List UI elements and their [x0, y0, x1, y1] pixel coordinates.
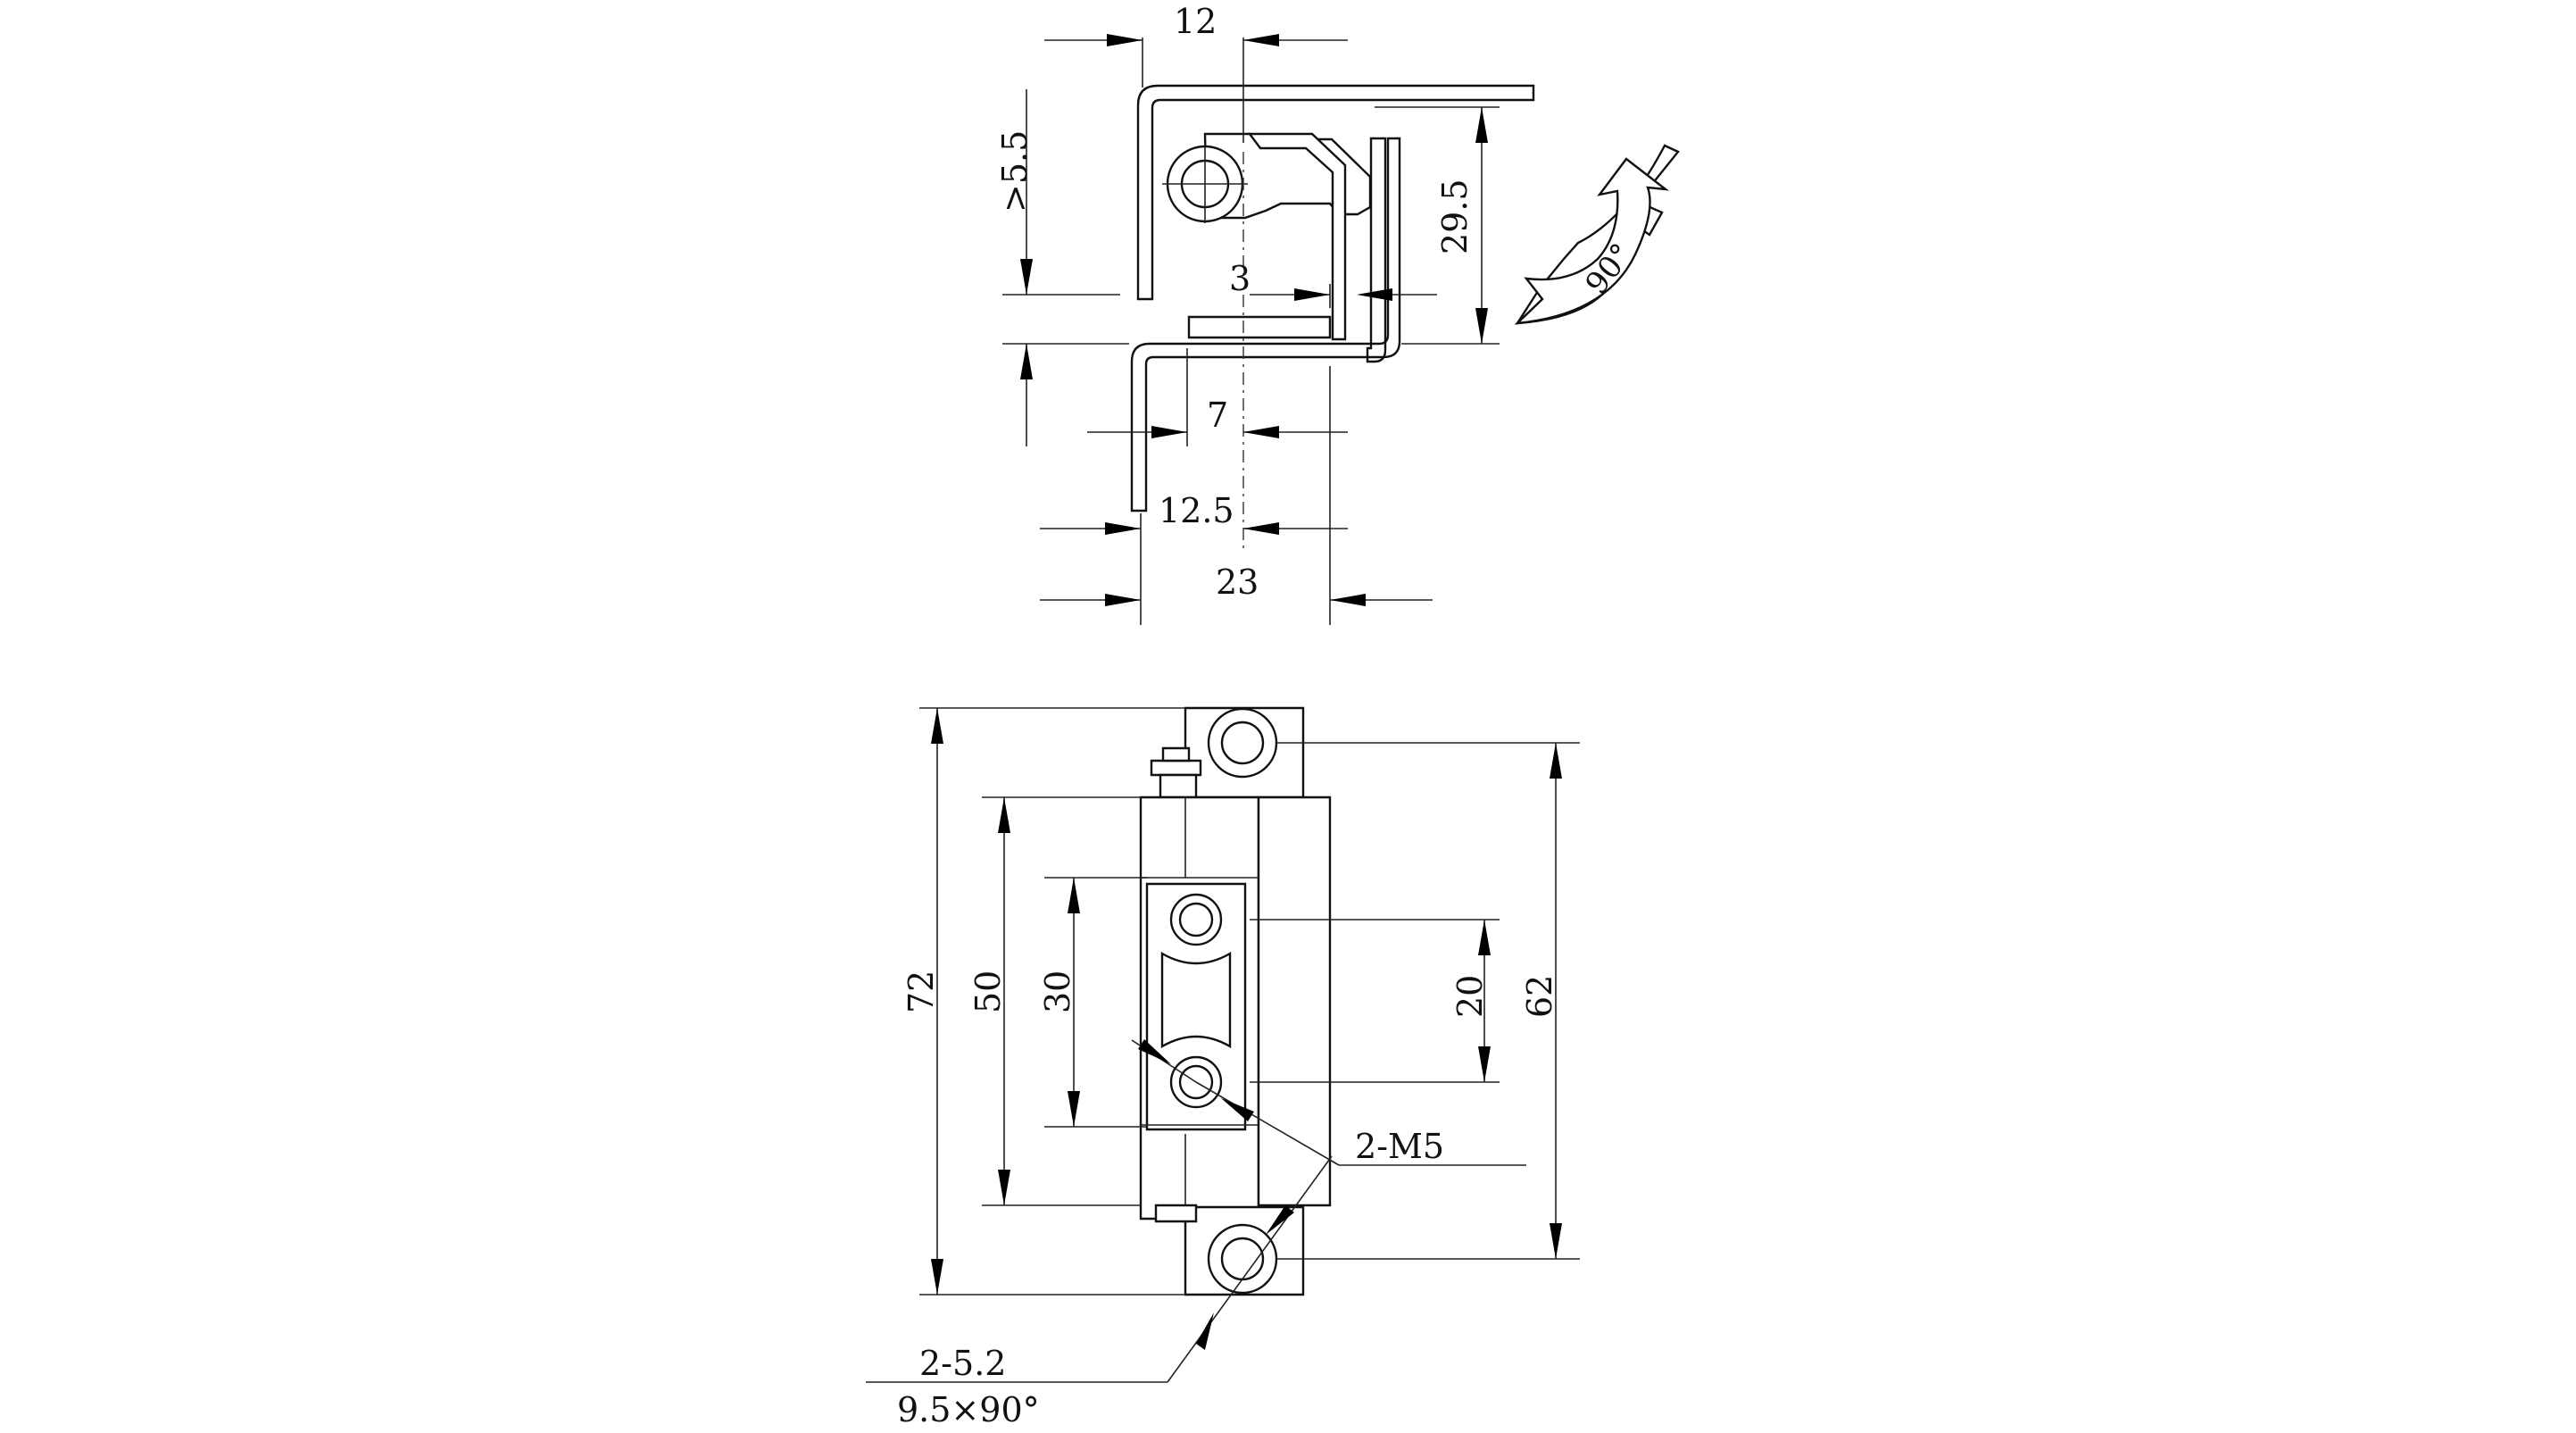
- dim-inner-height: 30: [1038, 971, 1077, 1013]
- callout-thread: 2-M5: [1355, 1127, 1444, 1166]
- top-flange-outline: [1136, 84, 1535, 301]
- top-pin: [1161, 746, 1191, 762]
- top-mount-hole-inner: [1220, 721, 1265, 765]
- dim-overall-height: 72: [902, 971, 941, 1013]
- central-slot: [1160, 951, 1232, 1049]
- front-view: 72 50 30 20 62 2-M5 2-5.2 9.5×9: [866, 706, 1580, 1429]
- lower-step: [1187, 315, 1332, 339]
- callout-countersink-1: 2-5.2: [919, 1344, 1006, 1383]
- callout-countersink-2: 9.5×90°: [897, 1390, 1040, 1429]
- bottom-leaf-outline: [1130, 137, 1401, 512]
- dim-hole-pitch: 20: [1450, 975, 1490, 1018]
- side-view: 12 >5.5 29.5 3 7 12.: [995, 2, 1680, 625]
- angled-leaf: [1247, 132, 1347, 341]
- top-pin-head: [1150, 759, 1202, 777]
- dim-mount-pitch: 62: [1520, 975, 1559, 1018]
- dim-gap: >5.5: [995, 130, 1035, 212]
- dim-offset-inner: 7: [1207, 396, 1228, 435]
- dim-offset-outer: 12.5: [1159, 491, 1234, 530]
- dim-clearance: 3: [1229, 259, 1251, 298]
- dim-body-height: 50: [968, 971, 1008, 1013]
- dim-overall-width: 23: [1216, 562, 1259, 602]
- rotation-arrow-icon: [1514, 144, 1680, 325]
- dim-top-width: 12: [1174, 2, 1217, 41]
- stop-tab: [1366, 137, 1387, 363]
- leaf-plate: [1257, 796, 1332, 1207]
- dim-height: 29.5: [1435, 179, 1475, 254]
- screw-hole-top-inner: [1178, 902, 1214, 937]
